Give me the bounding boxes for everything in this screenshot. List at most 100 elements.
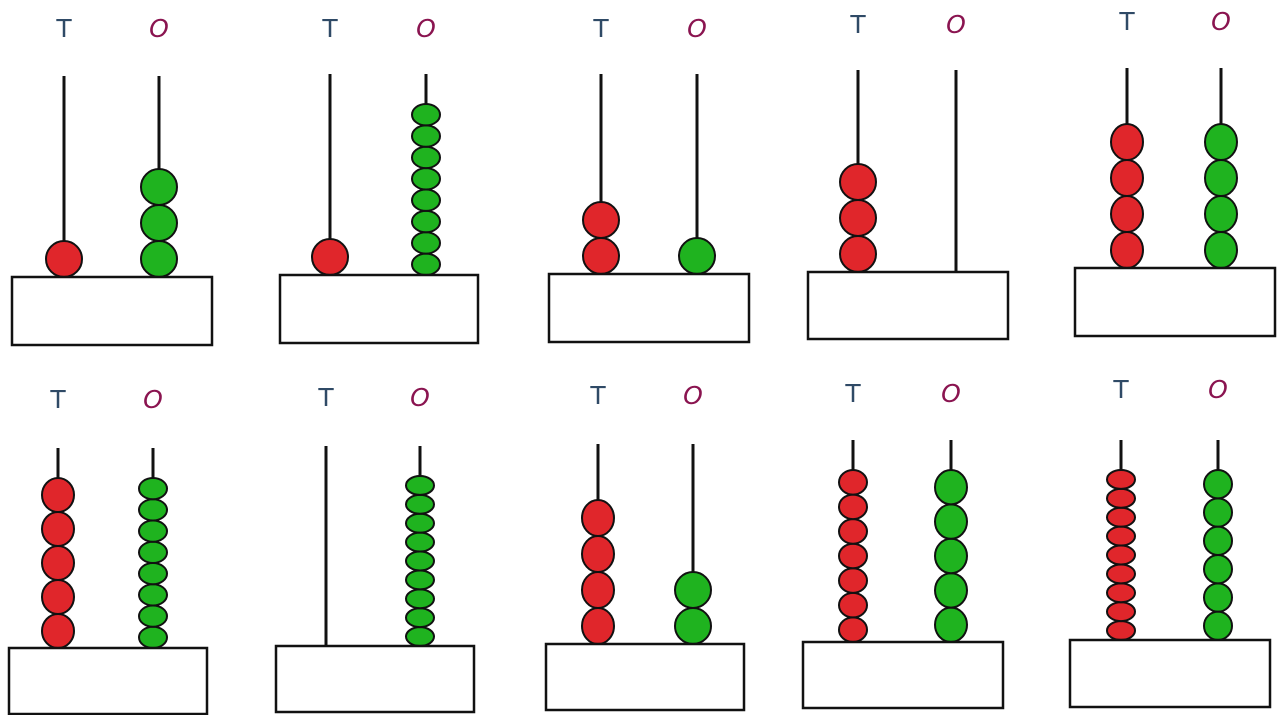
tens-bead <box>1110 123 1144 161</box>
ones-bead <box>140 168 178 206</box>
ones-bead <box>411 231 441 255</box>
tens-bead <box>45 240 83 278</box>
tens-bead <box>838 518 868 545</box>
tens-bead <box>581 499 615 537</box>
tens-bead <box>1106 525 1136 547</box>
tens-bead <box>1106 487 1136 509</box>
ones-label: O <box>410 383 430 412</box>
ones-label: O <box>143 385 163 414</box>
tens-bead <box>838 493 868 521</box>
tens-bead <box>839 163 877 201</box>
ones-bead <box>411 103 441 127</box>
tens-label: T <box>317 383 334 412</box>
ones-bead <box>140 204 178 242</box>
ones-bead <box>1203 610 1233 641</box>
ones-bead <box>1204 159 1238 197</box>
ones-bead <box>1203 582 1233 613</box>
abacus-base <box>274 644 476 714</box>
ones-bead <box>405 569 435 591</box>
tens-bead <box>1106 469 1136 490</box>
tens-bead <box>41 545 75 581</box>
ones-bead <box>405 607 435 629</box>
ones-bead <box>674 607 712 645</box>
tens-label: T <box>321 14 338 43</box>
tens-label: T <box>592 14 609 43</box>
ones-bead <box>405 588 435 610</box>
ones-bead <box>411 145 441 170</box>
tens-bead <box>839 235 877 273</box>
ones-bead <box>138 519 168 543</box>
ones-bead <box>678 237 716 275</box>
ones-bead <box>138 625 168 649</box>
ones-bead <box>138 540 168 564</box>
ones-bead <box>405 475 435 496</box>
ones-bead <box>138 562 168 586</box>
ones-bead <box>405 550 435 572</box>
ones-bead <box>405 531 435 553</box>
tens-bead <box>582 201 620 239</box>
tens-bead <box>839 199 877 237</box>
tens-bead <box>581 571 615 609</box>
ones-label: O <box>941 379 961 408</box>
abacus-base <box>1073 266 1277 338</box>
ones-bead <box>934 503 968 540</box>
ones-bead <box>1204 123 1238 161</box>
abacus-base <box>10 275 214 347</box>
ones-bead <box>934 606 968 643</box>
abacus-base <box>801 640 1005 710</box>
ones-bead <box>138 477 168 501</box>
ones-label: O <box>149 14 169 43</box>
tens-bead <box>838 542 868 570</box>
tens-bead <box>838 616 868 644</box>
abacus-base <box>547 272 751 344</box>
ones-bead <box>1204 195 1238 233</box>
ones-bead <box>934 469 968 506</box>
tens-bead <box>581 607 615 645</box>
tens-bead <box>582 237 620 275</box>
ones-bead <box>934 537 968 575</box>
tens-label: T <box>55 14 72 43</box>
ones-label: O <box>1211 7 1231 36</box>
ones-bead <box>405 512 435 534</box>
ones-bead <box>138 498 168 522</box>
abacus-base <box>7 646 209 715</box>
tens-bead <box>1106 563 1136 585</box>
ones-bead <box>411 188 441 212</box>
ones-bead <box>934 572 968 609</box>
ones-bead <box>138 604 168 628</box>
tens-bead <box>838 567 868 594</box>
tens-bead <box>41 511 75 547</box>
tens-bead <box>41 613 75 649</box>
ones-bead <box>138 583 168 607</box>
ones-bead <box>1203 469 1233 500</box>
tens-bead <box>311 238 349 276</box>
tens-bead <box>41 579 75 615</box>
tens-bead <box>1106 620 1136 641</box>
ones-bead <box>1203 525 1233 556</box>
tens-label: T <box>49 385 66 414</box>
tens-bead <box>1110 159 1144 197</box>
tens-bead <box>1110 231 1144 269</box>
ones-label: O <box>683 381 703 410</box>
tens-bead <box>1106 582 1136 604</box>
tens-label: T <box>589 381 606 410</box>
ones-bead <box>405 626 435 647</box>
ones-bead <box>411 252 441 276</box>
tens-bead <box>41 477 75 513</box>
tens-label: T <box>849 10 866 39</box>
ones-bead <box>674 571 712 609</box>
tens-label: T <box>1118 7 1135 36</box>
ones-label: O <box>416 14 436 43</box>
tens-bead <box>1106 506 1136 528</box>
ones-label: O <box>687 14 707 43</box>
abacus-base <box>544 642 746 712</box>
tens-bead <box>1106 601 1136 623</box>
